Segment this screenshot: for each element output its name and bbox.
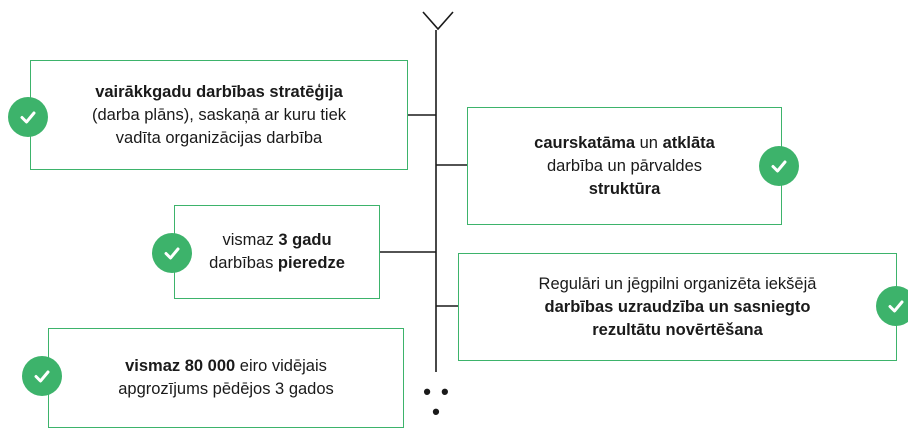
text: vadīta organizācijas darbība [115, 128, 323, 147]
card-strategy: vairākkgadu darbības stratēģija (darba pl… [30, 60, 408, 170]
bold-text: 3 gadu [278, 231, 332, 249]
card-text-line: vadīta organizācijas darbība [116, 127, 322, 150]
card-text-line: darbība un pārvaldes [547, 155, 702, 178]
card-turnover: vismaz 80 000 eiro vidējais apgrozījums p… [48, 328, 404, 428]
text: vismaz [222, 231, 279, 249]
check-circle-icon [152, 233, 192, 273]
text: un [635, 133, 663, 152]
bold-text: struktūra [588, 179, 661, 198]
check-circle-icon [22, 356, 62, 396]
card-text-line: Regulāri un jēgpilni organizēta iekšējā [539, 273, 817, 296]
card-text-line: rezultātu novērtēšana [592, 319, 763, 342]
card-text-line: vairākkgadu darbības stratēģija [95, 81, 343, 104]
check-circle-icon [759, 146, 799, 186]
text: apgrozījums pēdējos 3 gados [118, 380, 334, 398]
bold-text: rezultātu novērtēšana [592, 320, 763, 339]
card-text-line: vismaz 3 gadu [222, 229, 331, 252]
card-text-line: struktūra [589, 178, 661, 201]
check-circle-icon [8, 97, 48, 137]
check-circle-icon [876, 286, 908, 326]
card-monitoring: Regulāri un jēgpilni organizēta iekšējā d… [458, 253, 897, 361]
text: darbības [209, 254, 278, 272]
card-text-line: (darba plāns), saskaņā ar kuru tiek [92, 104, 346, 127]
requirements-diagram: vairākkgadu darbības stratēģija (darba pl… [8, 11, 908, 428]
card-text-line: caurskatāma un atklāta [534, 132, 715, 155]
bold-text: vairākkgadu darbības stratēģija [95, 82, 343, 101]
card-text-line: apgrozījums pēdējos 3 gados [118, 378, 334, 401]
bold-text: caurskatāma [534, 133, 636, 152]
bold-text: darbības uzraudzība un sasniegto [544, 297, 811, 316]
card-text-line: darbības uzraudzība un sasniegto [545, 296, 811, 319]
card-text-line: darbības pieredze [209, 252, 345, 275]
text: eiro vidējais [235, 357, 327, 375]
chevron-down-icon [422, 11, 454, 31]
bold-text: vismaz 80 000 [125, 357, 236, 375]
text: darbība un pārvaldes [546, 156, 703, 175]
continuation-dots: • • • [423, 379, 451, 424]
bold-text: pieredze [277, 254, 345, 272]
timeline-connectors [380, 11, 467, 372]
text: (darba plāns), saskaņā ar kuru tiek [91, 105, 347, 124]
text: Regulāri un jēgpilni organizēta iekšējā [538, 274, 817, 293]
card-text-line: vismaz 80 000 eiro vidējais [125, 355, 327, 378]
bold-text: atklāta [662, 133, 715, 152]
